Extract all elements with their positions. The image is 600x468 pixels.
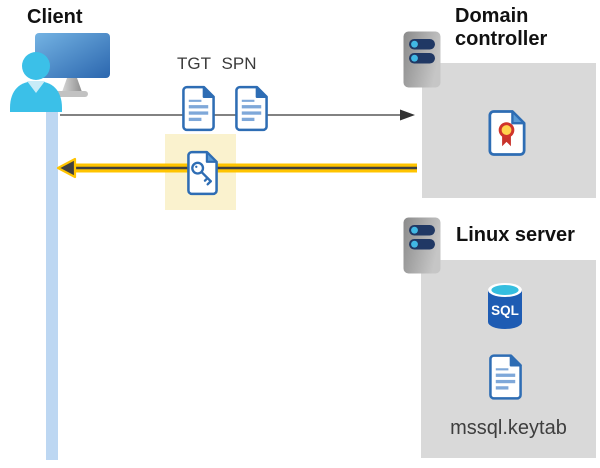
domain-controller-server-icon xyxy=(403,31,441,88)
service-ticket-key-document-icon xyxy=(186,149,219,197)
response-arrow xyxy=(56,157,418,179)
user-icon xyxy=(10,52,62,112)
spn-label: SPN xyxy=(221,54,257,73)
key-icon xyxy=(191,161,212,186)
award-ribbon-icon xyxy=(498,122,515,147)
client-label: Client xyxy=(27,6,83,28)
keytab-document-icon xyxy=(488,352,523,402)
monitor-icon xyxy=(35,33,110,78)
domain-controller-label: Domain controller xyxy=(455,5,548,50)
monitor-user-icon xyxy=(10,33,110,112)
keytab-label: mssql.keytab xyxy=(450,417,567,439)
client-workstation-icon xyxy=(6,28,114,116)
linux-server-icon xyxy=(403,217,441,274)
tgt-document-icon xyxy=(181,84,216,133)
sql-database-icon: SQL xyxy=(486,281,524,331)
linux-server-label: Linux server xyxy=(456,224,575,246)
certificate-icon xyxy=(487,109,527,157)
sql-icon-label: SQL xyxy=(491,303,519,318)
spn-document-icon xyxy=(234,84,269,133)
monitor-stand xyxy=(62,78,82,92)
tgt-label: TGT xyxy=(177,54,211,73)
monitor-base xyxy=(52,91,88,97)
client-timeline-bar xyxy=(46,95,58,460)
request-arrow xyxy=(60,106,416,124)
